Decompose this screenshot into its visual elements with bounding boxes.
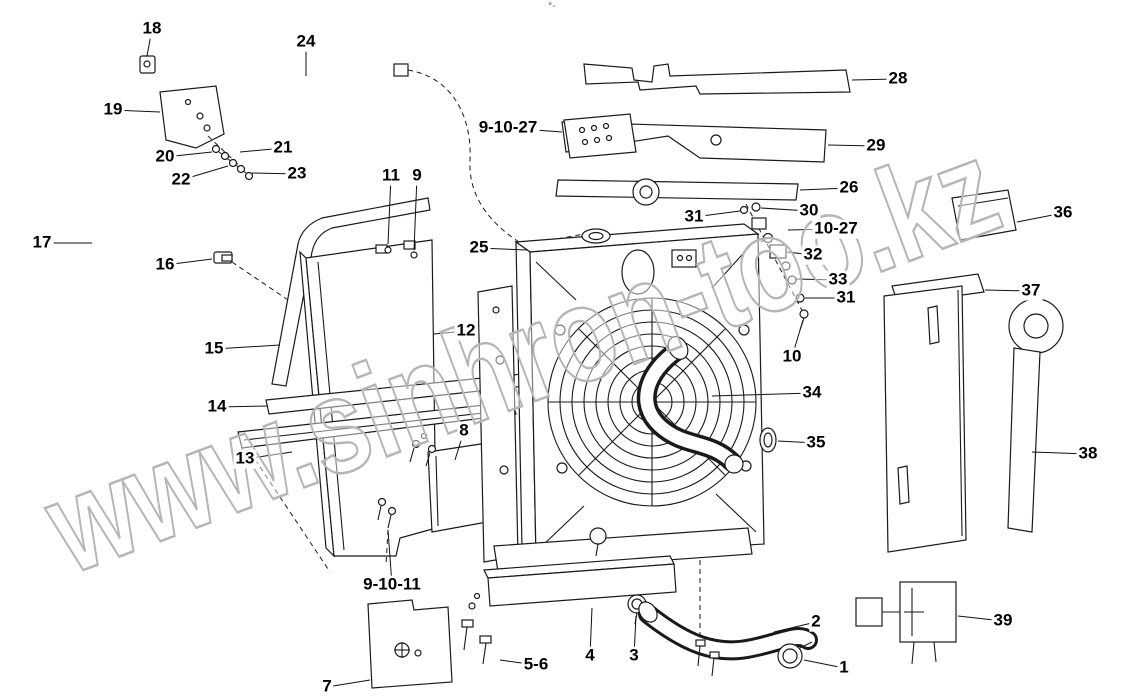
side-strip [477,285,519,563]
clamp-18 [139,55,156,74]
callout-10-27: 10-27 [812,218,860,239]
bracket-19 [159,85,249,175]
callout-34: 34 [800,382,824,403]
callout-33: 33 [826,269,850,290]
callout-29: 29 [864,135,888,156]
callout-38: 38 [1076,443,1100,464]
fasteners-30-33 [699,202,809,331]
bracket-39 [855,581,957,665]
callout-30: 30 [797,200,821,221]
base-frame [493,527,753,573]
callout-10: 10 [780,346,804,367]
callout-22: 22 [169,169,193,190]
callout-8: 8 [457,420,471,441]
callout-5-6: 5-6 [521,654,551,675]
leader-line-7 [326,679,371,688]
clamp-1 [777,641,813,669]
callout-14: 14 [205,396,229,417]
callout-3: 3 [627,645,641,666]
callout-23: 23 [285,163,309,184]
bracket-7 [367,599,453,689]
leader-line-11 [387,175,392,245]
bar-4 [483,555,677,607]
fasteners-9-10-11 [377,497,397,567]
leader-line-34 [711,392,813,397]
callout-13: 13 [233,448,257,469]
bracket-8 [409,432,499,533]
callout-19: 19 [101,99,125,120]
callout-24: 24 [294,31,318,52]
callout-9-10-27: 9-10-27 [476,117,540,138]
callout-31: 31 [682,206,706,227]
panel-right [883,285,967,553]
callout-25: 25 [467,237,491,258]
hose-2 [638,601,818,661]
callout-11: 11 [380,165,402,186]
fasteners-5-6 [461,592,492,665]
fasteners-bottom [695,560,720,677]
plate-9-10-27 [563,113,637,159]
callout-35: 35 [804,432,828,453]
callout-21: 21 [271,137,295,158]
panel-38 [1007,298,1064,533]
callout-39: 39 [991,610,1015,631]
callout-31: 31 [834,287,858,308]
callout-12: 12 [454,320,478,341]
hose-34 [636,336,744,474]
callout-9: 9 [410,165,424,186]
callout-26: 26 [837,177,861,198]
clamp-16 [213,251,289,301]
callout-15: 15 [202,338,226,359]
leader-line-2 [773,621,817,633]
strip-26 [555,178,799,206]
callout-7: 7 [320,676,334,697]
callout-20: 20 [153,146,177,167]
strip-13 [237,401,517,449]
frame-15 [271,197,431,387]
bar-28 [583,63,851,95]
callout-32: 32 [801,244,825,265]
wire-17 [59,72,141,291]
callout-9-10-11: 9-10-11 [361,574,423,595]
callout-16: 16 [153,254,177,275]
callout-37: 37 [1019,280,1043,301]
callout-17: 17 [30,232,54,253]
callout-2: 2 [809,611,823,632]
cap-35 [759,427,777,453]
bracket-36 [951,189,1017,241]
callout-18: 18 [140,18,164,39]
top-mark: *- [548,0,556,12]
callout-36: 36 [1051,202,1075,223]
callout-1: 1 [837,657,851,678]
fasteners-20-23 [211,144,254,181]
leader-line-9 [413,175,418,251]
callout-4: 4 [583,645,597,666]
callout-28: 28 [886,68,910,89]
